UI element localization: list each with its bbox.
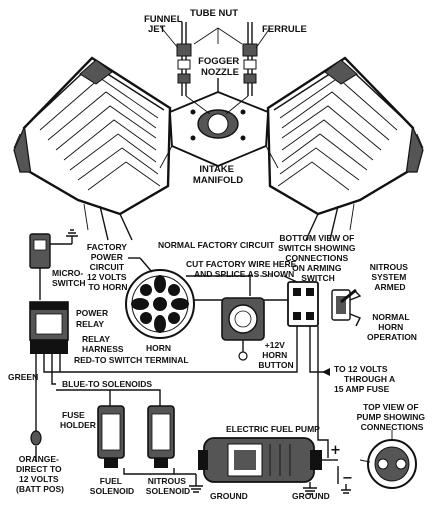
label-ground-2: GROUND <box>292 491 330 501</box>
ground-icon-1 <box>189 485 203 493</box>
label-funnel-jet: FUNNEL JET <box>144 14 185 35</box>
label-ferrule: FERRULE <box>262 24 307 35</box>
label-horn-button: +12V HORN BUTTON <box>258 340 293 370</box>
label-cut-factory-wire: CUT FACTORY WIRE HERE AND SPLICE AS SHOW… <box>186 259 299 279</box>
wiring-section: MICRO- SWITCH POWER RELAY RELAY HARNESS … <box>8 229 428 501</box>
ground-icon-2 <box>303 487 317 495</box>
micro-switch-ground-icon <box>66 229 78 237</box>
label-tube-nut: TUBE NUT <box>190 8 238 19</box>
fogger-lines <box>159 22 271 115</box>
label-nitrous-armed: NITROUS SYSTEM ARMED <box>370 262 411 292</box>
label-fuse-holder: FUSE HOLDER <box>60 410 96 430</box>
label-electric-fuel-pump: ELECTRIC FUEL PUMP <box>226 424 320 434</box>
label-ground-1: GROUND <box>210 491 248 501</box>
label-blue-to-solenoids: BLUE-TO SOLENOIDS <box>62 379 152 389</box>
micro-switch <box>29 229 78 300</box>
label-relay-harness: RELAY HARNESS <box>82 334 124 354</box>
left-cylinder <box>13 56 172 241</box>
label-power-relay: POWER RELAY <box>76 308 111 329</box>
label-orange-direct: ORANGE- DIRECT TO 12 VOLTS (BATT POS) <box>16 454 64 494</box>
normal-arrow-icon <box>349 313 361 327</box>
nitrous-solenoid <box>147 405 175 468</box>
label-normal-factory-circuit: NORMAL FACTORY CIRCUIT <box>158 240 275 250</box>
power-relay <box>29 301 69 366</box>
arming-switch <box>264 275 330 408</box>
label-to-12-volts: TO 12 VOLTS THROUGH A 15 AMP FUSE <box>334 364 397 394</box>
right-cylinder <box>266 56 424 241</box>
horn-button <box>221 297 265 361</box>
label-bottom-view-switch: BOTTOM VIEW OF SWITCH SHOWING CONNECTION… <box>278 233 358 283</box>
to-12v-arrow-icon <box>322 368 330 376</box>
label-fogger-nozzle: FOGGER NOZZLE <box>198 56 242 78</box>
intake-manifold <box>159 78 279 169</box>
label-top-view-pump: TOP VIEW OF PUMP SHOWING CONNECTIONS <box>357 402 428 432</box>
label-nitrous-solenoid: NITROUS SOLENOID <box>146 476 190 496</box>
toggle-switch <box>331 288 362 327</box>
red-wire <box>43 366 290 373</box>
engine-illustration: FUNNEL JET TUBE NUT FERRULE FOGGER NOZZL… <box>13 8 424 241</box>
label-normal-horn-operation: NORMAL HORN OPERATION <box>367 312 417 342</box>
blue-wire <box>51 366 56 385</box>
label-horn: HORN <box>146 343 171 353</box>
armed-arrow-icon <box>349 289 362 301</box>
pump-top-view <box>359 430 417 489</box>
label-minus: − <box>342 471 353 486</box>
label-factory-power: FACTORY POWER CIRCUIT 12 VOLTS TO HORN <box>87 242 129 292</box>
label-plus: + <box>330 443 341 458</box>
label-intake-manifold: INTAKE MANIFOLD <box>193 164 243 186</box>
fuse-holder <box>30 420 42 462</box>
label-red-to-switch: RED-TO SWITCH TERMINAL <box>74 355 189 365</box>
label-green: GREEN <box>8 372 38 382</box>
electric-fuel-pump <box>198 437 322 483</box>
horn <box>125 257 195 339</box>
fuel-solenoid <box>97 405 125 468</box>
label-fuel-solenoid: FUEL SOLENOID <box>90 476 134 496</box>
label-micro-switch: MICRO- SWITCH <box>52 268 86 288</box>
